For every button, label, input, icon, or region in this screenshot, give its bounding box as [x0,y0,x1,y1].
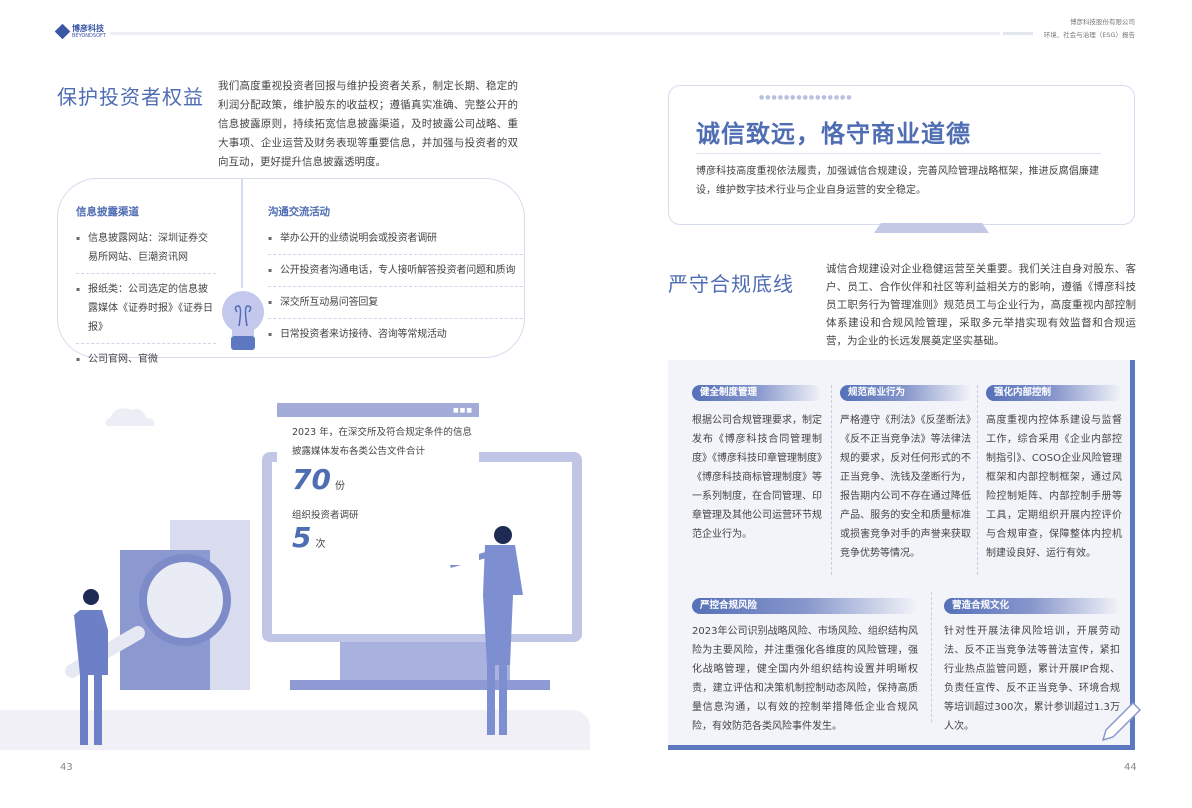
activities-heading: 沟通交流活动 [268,206,330,218]
item-heading: 强化内部控制 [986,385,1122,401]
item-text: 2023年公司识别战略风险、市场风险、组织结构风险为主要风险，并注重强化各维度的… [692,626,918,732]
dots-decoration: ●●●●●●●●●●●●●●● [759,94,853,101]
card-divider [241,178,243,288]
list-item: 举办公开的业绩说明会或投资者调研 [268,229,523,255]
list-item: 深交所互动易问答回复 [268,293,523,319]
logo-icon [54,23,71,40]
item-heading: 健全制度管理 [692,385,822,401]
item-heading: 营造合规文化 [944,598,1120,614]
banner-tab-decoration [874,223,989,233]
disclosure-channels: 信息披露渠道 信息披露网站：深圳证券交易所网站、巨潮资讯网 报纸类：公司选定的信… [76,204,216,369]
surveys-value: 5 [292,521,312,554]
item-heading: 规范商业行为 [840,385,971,401]
list-item: 信息披露网站：深圳证券交易所网站、巨潮资讯网 [76,229,216,274]
item-text: 针对性开展法律风险培训，开展劳动法、反不正当竞争法等普法宣传，紧扣行业热点监管问… [944,626,1120,732]
stats-panel: 2023 年，在深交所及符合规定条件的信息披露媒体发布各类公告文件合计 70 份… [277,417,479,565]
banner-rule [696,153,1101,154]
column-divider [831,385,832,575]
banner-text: 博彦科技高度重视依法履责，加强诚信合规建设，完善风险管理战略框架，推进反腐倡廉建… [696,166,1099,196]
surveys-desc: 组织投资者调研 [292,510,359,521]
column-divider [931,592,932,722]
compliance-panel [668,360,1135,750]
page-number-left: 43 [60,762,73,773]
list-item: 公司官网、官微 [76,350,216,369]
header-rule-accent [1003,32,1033,35]
item-text: 根据公司合规管理要求，制定发布《博彦科技合同管理制度》《博彦科技印章管理制度》《… [692,415,822,540]
list-item: 日常投资者来访接待、咨询等常规活动 [268,325,523,344]
announcements-stat: 70 份 [292,463,345,496]
report-header: 博彦科技股份有限公司 环境、社会与治理（ESG）报告 [1043,18,1135,39]
channels-heading: 信息披露渠道 [76,206,139,218]
lightbulb-icon [222,291,264,350]
compliance-item: 健全制度管理 根据公司合规管理要求，制定发布《博彦科技合同管理制度》《博彦科技印… [692,385,822,544]
compliance-intro: 诚信合规建设对企业稳健运营至关重要。我们关注自身对股东、客户、员工、合作伙伴和社… [826,263,1136,347]
window-controls-icon: ■■■ [452,407,473,414]
section-title-compliance: 严守合规底线 [668,272,794,296]
banner-title: 诚信致远，恪守商业道德 [696,120,971,148]
compliance-item: 规范商业行为 严格遵守《刑法》《反垄断法》《反不正当竞争法》等法律法规的要求，反… [840,385,971,563]
announcements-desc: 2023 年，在深交所及符合规定条件的信息披露媒体发布各类公告文件合计 [292,427,472,457]
compliance-item: 严控合规风险 2023年公司识别战略风险、市场风险、组织结构风险为主要风险，并注… [692,598,918,736]
item-text: 严格遵守《刑法》《反垄断法》《反不正当竞争法》等法律法规的要求，反对任何形式的不… [840,415,971,559]
pen-icon [1101,701,1142,742]
compliance-item: 强化内部控制 高度重视内控体系建设与监督工作，综合采用《企业内部控制指引》、CO… [986,385,1122,563]
header-rule [110,32,1000,35]
compliance-item: 营造合规文化 针对性开展法律风险培训，开展劳动法、反不正当竞争法等普法宣传，紧扣… [944,598,1120,736]
investor-illustration [0,408,590,750]
ethics-banner: ●●●●●●●●●●●●●●● 诚信致远，恪守商业道德 博彦科技高度重视依法履责… [668,85,1135,233]
column-divider [977,385,978,575]
communication-activities: 沟通交流活动 举办公开的业绩说明会或投资者调研 公开投资者沟通电话，专人接听解答… [268,204,523,344]
page-number-right: 44 [1124,762,1137,773]
section-title-investor: 保护投资者权益 [57,85,204,109]
item-text: 高度重视内控体系建设与监督工作，综合采用《企业内部控制指引》、COSO企业风险管… [986,415,1122,559]
item-heading: 严控合规风险 [692,598,918,614]
announcements-unit: 份 [334,481,345,492]
surveys-unit: 次 [315,539,326,550]
surveys-stat: 5 次 [292,521,325,554]
list-item: 公开投资者沟通电话，专人接听解答投资者问题和质询 [268,261,523,287]
window-titlebar: ■■■ [277,403,479,417]
list-item: 报纸类：公司选定的信息披露媒体《证券时报》《证券日报》 [76,280,216,344]
investor-intro: 我们高度重视投资者回报与维护投资者关系，制定长期、稳定的利润分配政策，维护股东的… [218,80,518,168]
announcements-value: 70 [292,463,331,496]
